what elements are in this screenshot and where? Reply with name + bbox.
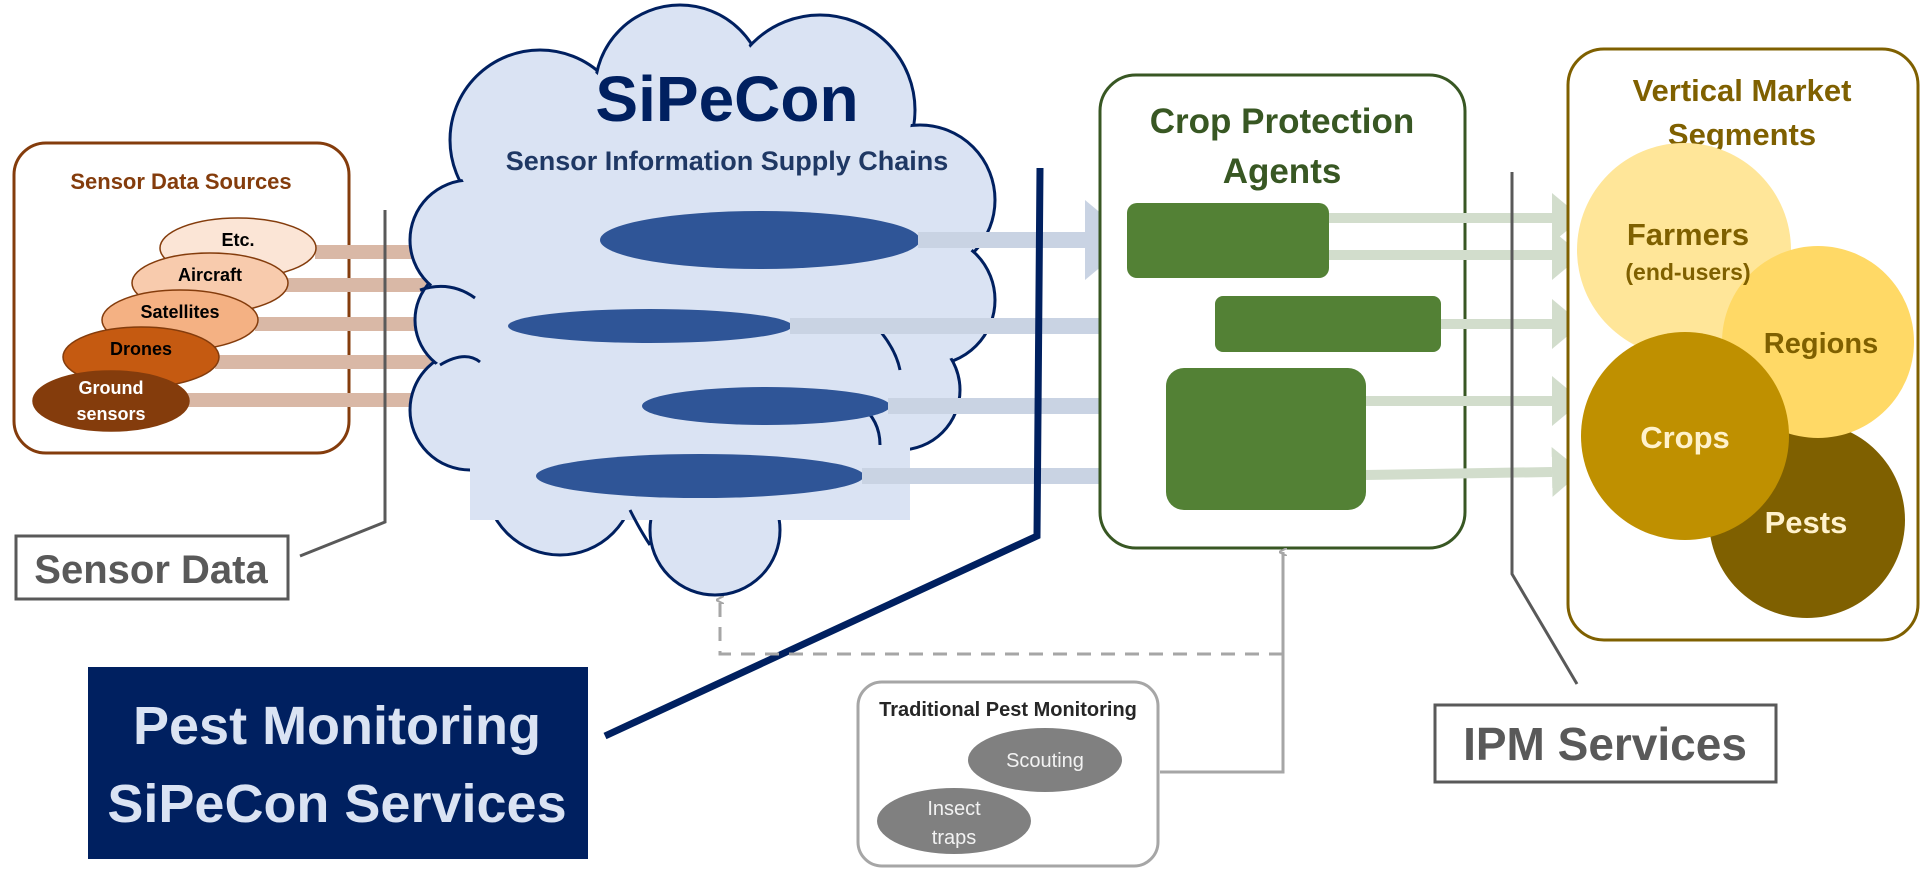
agent-block-2 [1215, 296, 1441, 352]
traditional-to-agents-line [1160, 552, 1283, 774]
pest-monitoring-callout: Pest Monitoring SiPeCon Services [88, 167, 1044, 859]
chain-ellipse-2 [508, 309, 792, 343]
source-satellites-label: Satellites [140, 302, 219, 322]
source-arrows [185, 217, 487, 435]
source-drones-label: Drones [110, 339, 172, 359]
pest-monitoring-line1: Pest Monitoring [133, 696, 541, 756]
agent-arrows [1325, 193, 1582, 497]
sensor-data-connector [299, 210, 387, 558]
insect-traps-label-line1: Insect [927, 798, 981, 820]
sensor-data-sources-title: Sensor Data Sources [70, 169, 291, 194]
scouting-label: Scouting [1006, 750, 1084, 772]
traditional-box: Traditional Pest Monitoring Scouting Ins… [856, 680, 1160, 868]
segment-pests-label: Pests [1765, 505, 1848, 540]
chain-ellipse-1 [600, 211, 920, 269]
scouting-ellipse [968, 728, 1122, 792]
ipm-connector [1510, 172, 1579, 685]
segment-farmers-label: Farmers [1627, 217, 1749, 252]
traditional-to-cloud-dashed [720, 600, 1283, 656]
sipecon-cloud: SiPeCon Sensor Information Supply Chains [408, 3, 997, 597]
traditional-feedback-lines [720, 552, 1283, 774]
source-ground-label-line1: Ground [79, 378, 144, 398]
traditional-title: Traditional Pest Monitoring [879, 699, 1137, 721]
vertical-market-title-line1: Vertical Market [1633, 73, 1852, 108]
chain-ellipse-3 [642, 387, 890, 425]
pest-monitoring-line2: SiPeCon Services [107, 774, 566, 834]
agent-block-3 [1166, 368, 1366, 510]
crop-protection-title-line2: Agents [1223, 152, 1342, 191]
crop-protection-title-line1: Crop Protection [1150, 102, 1414, 141]
agent-block-1 [1127, 203, 1329, 278]
segment-crops-label: Crops [1640, 420, 1730, 455]
pest-monitoring-connector [603, 167, 1044, 740]
source-ground-ellipse [32, 370, 190, 432]
source-ground: Ground sensors [32, 370, 190, 432]
sensor-data-box [14, 534, 290, 601]
sensor-data-label: Sensor Data [34, 548, 268, 592]
segment-crops-circle [1581, 332, 1789, 540]
sipecon-title: SiPeCon [595, 63, 858, 135]
insect-traps-label-line2: traps [932, 827, 976, 849]
ipm-box [1433, 703, 1778, 784]
segment-regions-label: Regions [1764, 328, 1878, 360]
source-ground-label-line2: sensors [76, 404, 145, 424]
source-aircraft-label: Aircraft [178, 265, 242, 285]
pest-monitoring-box [88, 667, 588, 859]
sensor-data-callout: Sensor Data [14, 210, 387, 601]
source-etc-label: Etc. [221, 230, 254, 250]
sipecon-subtitle: Sensor Information Supply Chains [506, 146, 949, 176]
insect-traps-ellipse [877, 788, 1031, 854]
agent-arrow-5 [1364, 447, 1582, 497]
ipm-label: IPM Services [1463, 718, 1747, 770]
segment-circles: Farmers (end-users) Regions Crops Pests [1577, 143, 1914, 618]
segment-farmers-sublabel: (end-users) [1625, 259, 1750, 285]
chain-ellipse-4 [536, 454, 864, 498]
ipm-callout: IPM Services [1433, 172, 1778, 784]
